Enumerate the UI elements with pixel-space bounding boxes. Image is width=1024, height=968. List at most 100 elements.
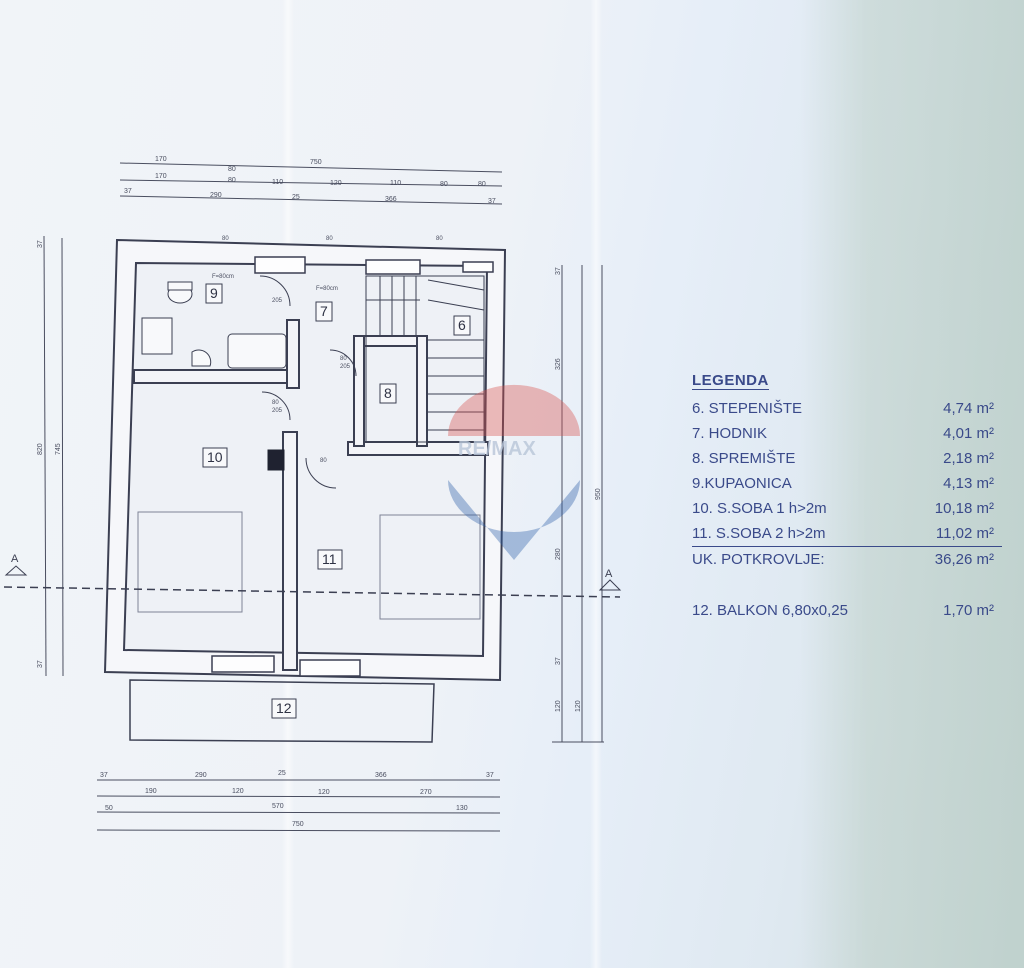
legend-room-area: 11,02 m² xyxy=(935,525,994,542)
dim-label: 290 xyxy=(210,192,222,199)
room-label-box xyxy=(317,549,343,570)
dim-label: 570 xyxy=(272,803,284,810)
room-number: 10 xyxy=(207,449,223,465)
dim-label: 326 xyxy=(555,358,562,370)
dim-label: 37 xyxy=(37,240,44,248)
legend-total-area: 36,26 m² xyxy=(934,551,994,568)
dim-label: 25 xyxy=(292,194,300,201)
legend-room-area: 4,13 m² xyxy=(943,475,994,492)
legend-room-name: 7. HODNIK xyxy=(692,425,768,442)
dim-label: 170 xyxy=(155,173,167,180)
dim-label: 120 xyxy=(318,789,330,796)
room-label-box xyxy=(202,447,228,468)
legend-rows: 6. STEPENIŠTE 4,74 m² 7. HODNIK 4,01 m² 8. S… xyxy=(692,396,1002,546)
remax-watermark xyxy=(448,384,580,560)
legend-room-area: 4,01 m² xyxy=(943,425,994,442)
door-width-label: 80 xyxy=(436,236,443,242)
door-swings xyxy=(259,275,357,489)
room-number: 7 xyxy=(320,303,328,319)
legend-extra-area: 1,70 m² xyxy=(943,602,994,619)
legend-row: 11. S.SOBA 2 h>2m 11,02 m² xyxy=(692,521,1002,546)
dim-label: 280 xyxy=(555,548,562,560)
door-width-label: 80 xyxy=(222,236,229,242)
dim-label: 820 xyxy=(37,443,44,455)
section-line xyxy=(3,586,621,598)
legend-room-name: 10. S.SOBA 1 h>2m xyxy=(692,500,827,517)
room-number: 6 xyxy=(458,317,466,333)
room-number: 12 xyxy=(276,700,292,716)
legend-room-name: 11. S.SOBA 2 h>2m xyxy=(692,525,826,542)
left-dimensions xyxy=(43,235,64,677)
bottom-doors xyxy=(211,655,361,677)
room-number: 9 xyxy=(210,285,218,301)
dim-label: 366 xyxy=(375,772,387,779)
section-labels: AA xyxy=(11,553,613,580)
dim-label: 110 xyxy=(272,179,283,186)
interior-area xyxy=(122,261,489,658)
dim-label: 50 xyxy=(105,805,113,812)
legend-title: LEGENDA xyxy=(692,372,769,390)
dim-label: 120 xyxy=(330,180,342,187)
dim-label: 37 xyxy=(486,772,494,779)
dim-label: 25 xyxy=(278,770,286,777)
door-width-label: 80 xyxy=(320,458,327,464)
legend-total-row: UK. POTKROVLJE: 36,26 m² xyxy=(692,546,1002,572)
beds xyxy=(137,511,481,620)
dim-label: 130 xyxy=(456,805,468,812)
dim-label: 120 xyxy=(555,700,562,712)
dim-label: 366 xyxy=(385,196,397,203)
legend-row: 7. HODNIK 4,01 m² xyxy=(692,421,1002,446)
top-windows xyxy=(254,256,494,275)
bottom-dimensions xyxy=(96,779,501,832)
door-spec-label: F=80cm xyxy=(316,286,338,292)
legend-room-area: 10,18 m² xyxy=(934,500,994,517)
legend-room-name: 8. SPREMIŠTE xyxy=(692,450,796,467)
section-markers xyxy=(4,565,622,591)
bathroom-fixtures xyxy=(141,281,287,369)
paper-fold-middle xyxy=(590,0,602,968)
dim-label: 170 xyxy=(155,156,167,163)
dim-label: 80 xyxy=(228,177,236,184)
chimney xyxy=(267,449,285,471)
door-width-label: 80 xyxy=(272,400,279,406)
legend-room-name: 6. STEPENIŠTE xyxy=(692,400,803,417)
legend-room-area: 2,18 m² xyxy=(943,450,994,467)
right-dimensions xyxy=(552,265,604,743)
legend-extra-name: 12. BALKON 6,80x0,25 xyxy=(692,602,848,619)
top-dimensions xyxy=(119,162,503,205)
dim-label: 80 xyxy=(228,166,236,173)
section-letter: A xyxy=(605,568,613,580)
dim-label: 37 xyxy=(100,772,108,779)
door-height-label: 205 xyxy=(272,298,283,304)
paper-edge xyxy=(800,0,1024,968)
dim-label: 80 xyxy=(478,181,486,188)
interior-walls xyxy=(133,319,489,671)
door-width-label: 80 xyxy=(326,236,333,242)
legend-row: 10. S.SOBA 1 h>2m 10,18 m² xyxy=(692,496,1002,521)
room-label-box xyxy=(271,698,297,719)
dim-label: 190 xyxy=(145,788,157,795)
dim-label: 110 xyxy=(390,180,401,187)
dim-label: 120 xyxy=(575,700,582,712)
room-label-box xyxy=(205,283,223,304)
legend-room-area: 4,74 m² xyxy=(943,400,994,417)
staircase xyxy=(365,275,485,443)
room-label-box xyxy=(315,301,333,322)
door-width-label: 80 xyxy=(340,356,347,362)
legend-total-name: UK. POTKROVLJE: xyxy=(692,551,825,568)
watermark-text: RE/MAX xyxy=(458,438,536,460)
dim-label: 120 xyxy=(232,788,244,795)
door-height-label: 205 xyxy=(340,364,351,370)
room-label-box xyxy=(379,383,397,404)
room-number: 8 xyxy=(384,385,392,401)
dim-label: 37 xyxy=(555,657,562,665)
dim-label: 950 xyxy=(595,488,602,500)
